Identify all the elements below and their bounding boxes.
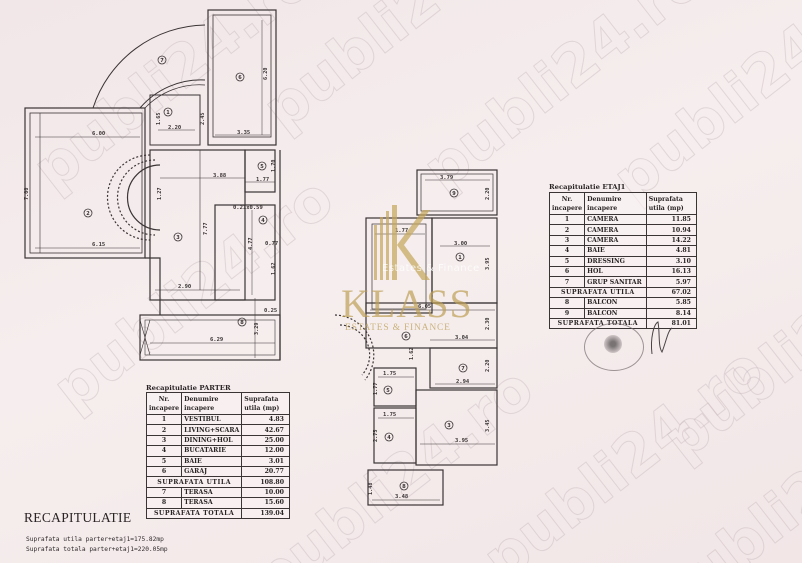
svg-text:7: 7 (160, 58, 164, 64)
svg-text:3: 3 (447, 423, 451, 429)
header-nr: Nr.incapere (548, 192, 586, 215)
svg-text:4: 4 (387, 435, 391, 441)
summary-total-area: Suprafata totala parter+etaj1=220.05mp (26, 546, 168, 553)
summary-title: RECAPITULATIE (24, 510, 132, 525)
svg-text:1.75: 1.75 (383, 371, 396, 377)
svg-text:2.94: 2.94 (456, 379, 470, 385)
svg-text:6.00: 6.00 (92, 131, 105, 137)
svg-text:1.75: 1.75 (383, 412, 396, 418)
svg-text:3.00: 3.00 (454, 241, 467, 247)
svg-text:2.20: 2.20 (485, 360, 491, 373)
svg-text:7: 7 (461, 366, 465, 372)
svg-text:0.25: 0.25 (264, 308, 277, 314)
signature (651, 321, 673, 355)
klass-logo-tagline: Estates & Finance (382, 263, 480, 274)
svg-text:8: 8 (402, 484, 406, 490)
svg-text:3.04: 3.04 (455, 335, 469, 341)
klass-logo-subtitle: ESTATES & FINANCE (345, 323, 451, 333)
svg-text:1.77: 1.77 (256, 177, 269, 183)
svg-text:1.62: 1.62 (271, 263, 277, 276)
svg-text:1.70: 1.70 (271, 160, 277, 173)
svg-text:2: 2 (86, 211, 90, 217)
svg-text:6.29: 6.29 (210, 337, 223, 343)
svg-text:2.90: 2.90 (178, 284, 191, 290)
etaj1-table-title: Recapitulatie ETAJ1 (549, 183, 626, 191)
svg-text:1.77: 1.77 (373, 383, 379, 396)
svg-text:1: 1 (458, 255, 462, 261)
svg-text:0.21x0.59: 0.21x0.59 (233, 205, 263, 211)
svg-text:2.20: 2.20 (485, 188, 491, 201)
svg-text:7.00: 7.00 (24, 188, 30, 201)
svg-text:5: 5 (386, 388, 390, 394)
svg-text:3.95: 3.95 (455, 438, 468, 444)
stamp-emblem-icon (604, 335, 622, 353)
svg-text:1.27: 1.27 (157, 188, 163, 201)
svg-text:6: 6 (238, 75, 242, 81)
svg-text:0.77: 0.77 (265, 241, 278, 247)
svg-text:6.15: 6.15 (92, 242, 105, 248)
svg-text:3.35: 3.35 (237, 130, 250, 136)
svg-text:9: 9 (452, 191, 456, 197)
official-stamp (584, 323, 644, 371)
svg-text:6.20: 6.20 (263, 68, 269, 81)
svg-text:5: 5 (260, 164, 264, 170)
svg-text:2.45: 2.45 (200, 113, 206, 126)
parter-table-title: Recapitulatie PARTER (146, 384, 231, 392)
summary-useful-area: Suprafata utila parter+etaj1=175.82mp (26, 536, 164, 543)
svg-text:1.77: 1.77 (395, 228, 408, 234)
klass-logo-wordmark: KLASS (341, 281, 473, 326)
svg-text:3.79: 3.79 (440, 175, 453, 181)
svg-text:8: 8 (240, 320, 244, 326)
svg-text:2.30: 2.30 (485, 318, 491, 331)
svg-text:3.88: 3.88 (213, 173, 226, 179)
svg-text:4: 4 (261, 218, 265, 224)
svg-text:1.62: 1.62 (409, 348, 415, 361)
svg-text:3.95: 3.95 (485, 258, 491, 271)
svg-text:3.45: 3.45 (485, 420, 491, 433)
svg-text:3: 3 (176, 235, 180, 241)
svg-text:2.20: 2.20 (168, 125, 181, 131)
svg-text:1.48: 1.48 (368, 483, 374, 496)
svg-text:3.48: 3.48 (395, 494, 408, 500)
svg-text:6.05: 6.05 (418, 304, 431, 310)
header-nr: Nr.incapere (145, 392, 183, 415)
svg-text:1: 1 (166, 110, 170, 116)
svg-text:7.77: 7.77 (203, 223, 209, 236)
svg-text:4.77: 4.77 (248, 238, 254, 251)
svg-text:2.75: 2.75 (373, 430, 379, 443)
svg-text:6: 6 (404, 334, 408, 340)
svg-text:3.29: 3.29 (254, 323, 260, 336)
svg-text:1.65: 1.65 (156, 113, 162, 126)
